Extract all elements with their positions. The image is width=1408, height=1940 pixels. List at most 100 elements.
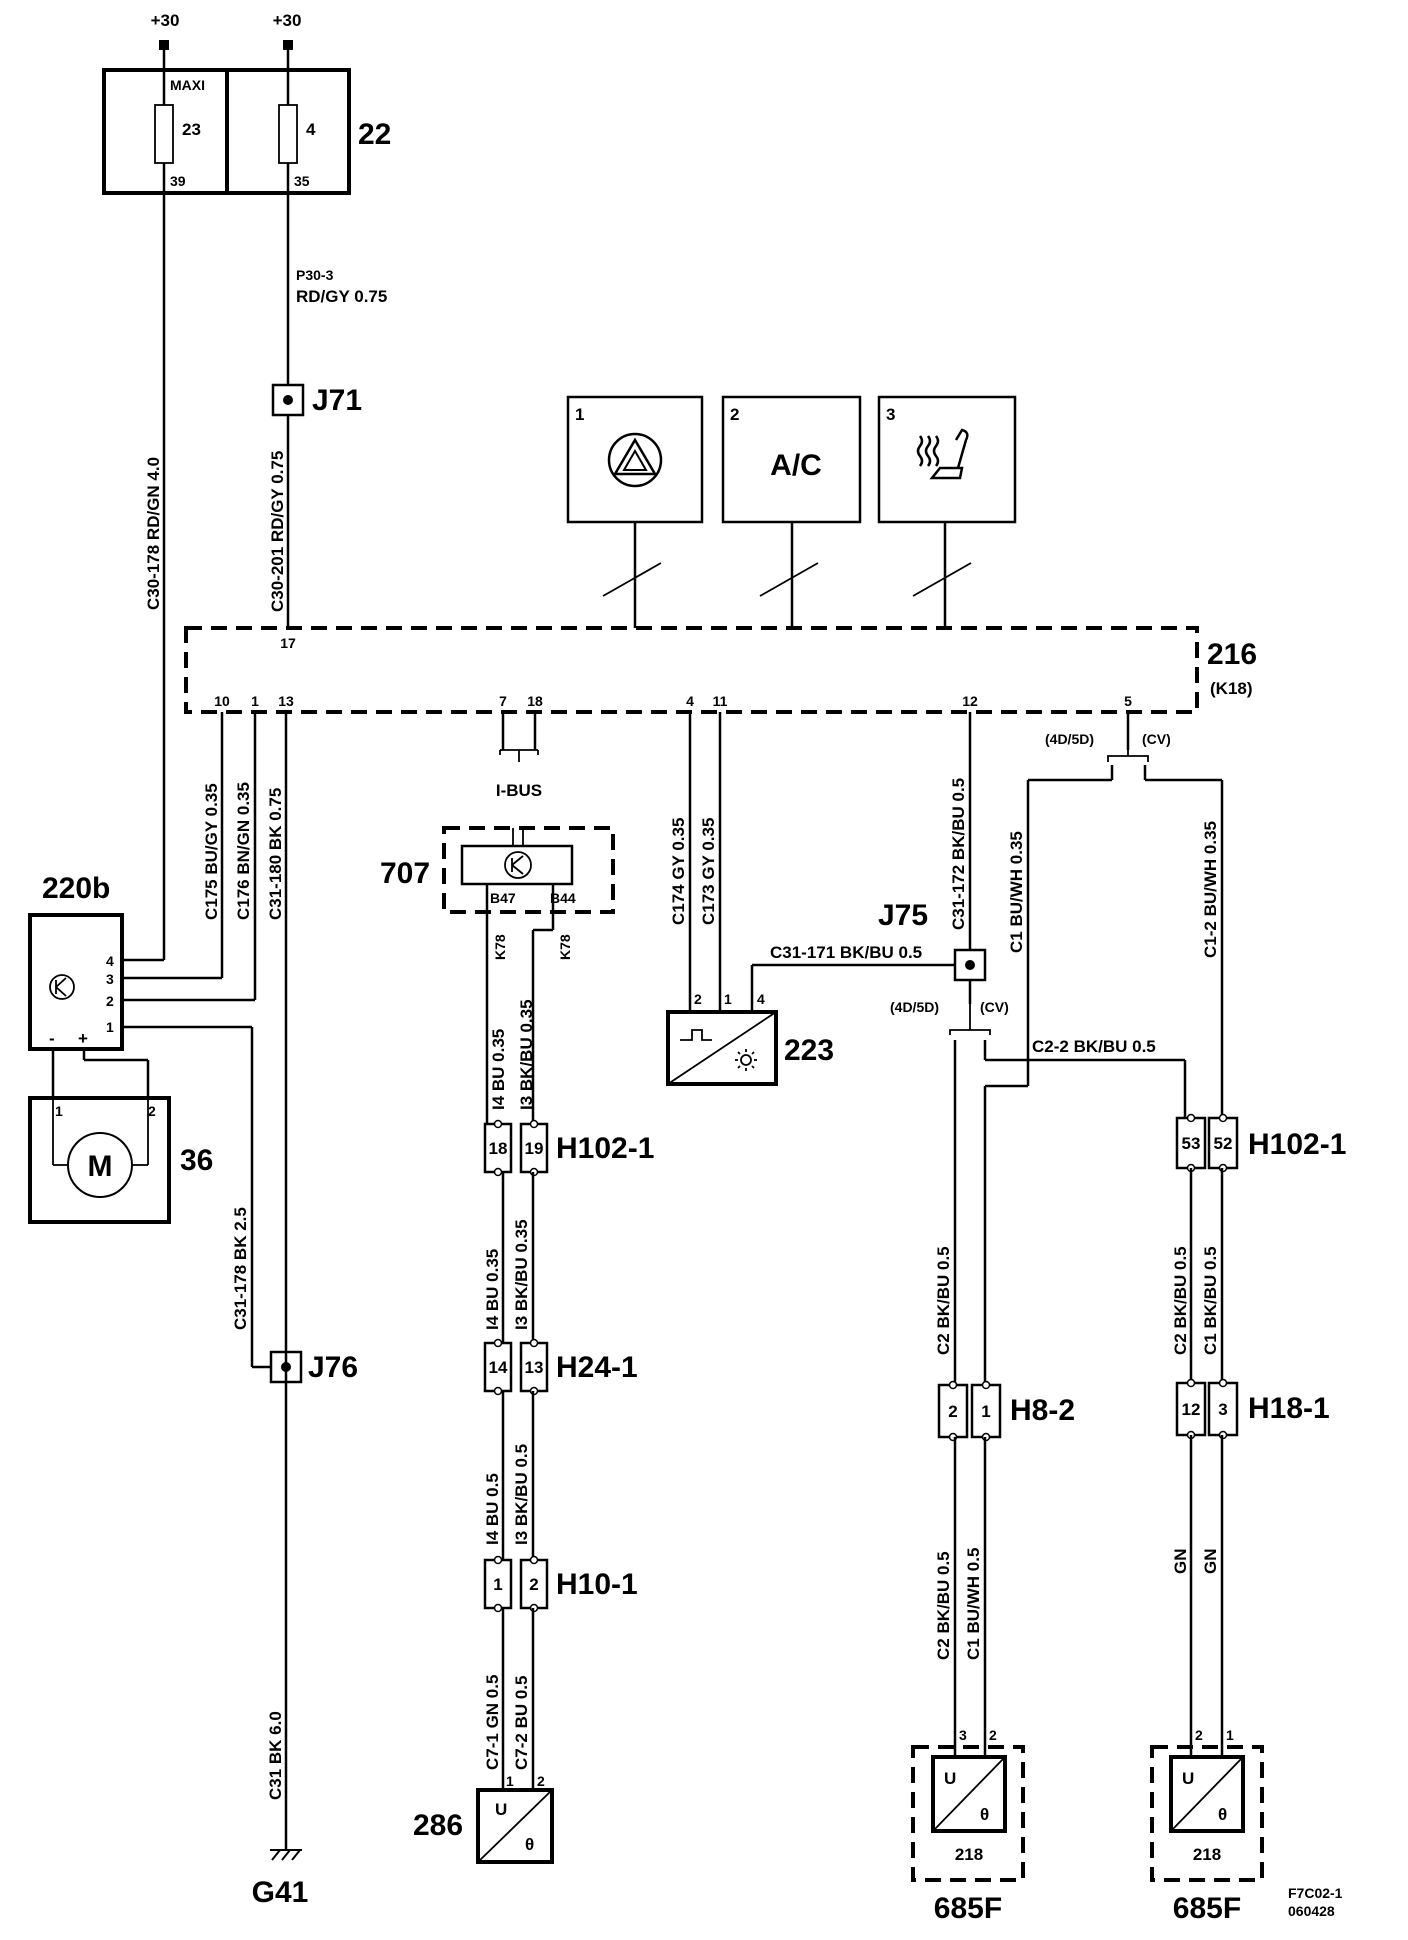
variant-4d5d-2: (4D/5D) [890,999,939,1015]
s218-right-u: U [1182,1769,1194,1788]
ctrl-pin-minus: - [49,1029,55,1048]
fuse-4 [278,104,298,164]
motor-36 [28,1096,171,1224]
wire-c174: C174 GY 0.35 [669,818,688,925]
location-685f-left [911,1745,1025,1882]
s218-right-pin-2: 2 [1195,1727,1203,1743]
connector-h10-1: 1 2 [483,1555,549,1613]
fuse-box-22: MAXI 23 39 4 35 [102,68,351,195]
splice-j76-label: J76 [308,1351,358,1384]
ibus-label: I-BUS [496,781,542,800]
seat-heater-icon [916,428,969,480]
sensor223-pin-1: 1 [724,991,732,1007]
motor-symbol-label: M [88,1150,113,1183]
ecu-pin-1: 1 [251,693,259,709]
wire-c30-178: C30-178 RD/GN 4.0 [144,457,163,610]
switch-ac: 2 A/C [721,395,862,524]
ecu-pin-17: 17 [280,635,296,651]
sensor-218-left-label: 218 [955,1845,983,1864]
variant-cv-1: (CV) [1142,731,1171,747]
node-707-label: 707 [380,857,430,890]
ecu-pin-12: 12 [962,693,978,709]
conn-pin: 13 [525,1358,544,1377]
wire-h181-c2: C2 BK/BU 0.5 [1171,1246,1190,1355]
motor-36-label: 36 [180,1144,213,1177]
variant-cv-2: (CV) [980,999,1009,1015]
conn-pin: 2 [529,1575,538,1594]
node-707 [442,826,615,914]
splice-j71-label: J71 [312,384,362,417]
drawing-date: 060428 [1288,1903,1335,1919]
wire-c1-buwh: C1 BU/WH 0.35 [1007,831,1026,953]
fuse-4-label: 4 [306,120,316,139]
wire-c1-2: C1-2 BU/WH 0.35 [1201,821,1220,958]
conn-pin: 19 [525,1139,544,1158]
ecu-216-sub: (K18) [1210,679,1253,698]
supply-terminal-left [159,40,169,50]
supply-label-left: +30 [151,11,180,30]
wire-k78-left: K78 [492,934,508,960]
wire-c31-bk-6: C31 BK 6.0 [266,1711,285,1800]
wire-h181-c1: C1 BK/BU 0.5 [1201,1246,1220,1355]
conn-pin: 18 [489,1139,508,1158]
wire-ibus-right-3: I3 BK/BU 0.5 [512,1444,531,1545]
connector-h102-1-b: 53 52 [1175,1113,1239,1173]
fuse-box-id: 22 [358,118,391,151]
ctrl-pin-4: 4 [106,953,114,969]
connector-h8-2: 2 1 [937,1380,1002,1442]
conn-pin: 12 [1182,1400,1201,1419]
s218-left-pin-3: 3 [959,1727,967,1743]
fan-ctrl-220b [28,913,124,1051]
ecu-pin-13: 13 [278,693,294,709]
sensor-286-pin-2: 2 [537,1773,545,1789]
sensor-286-pin-1: 1 [506,1773,514,1789]
ecu-pin-10: 10 [214,693,230,709]
connector-h102-1-b-label: H102-1 [1248,1128,1346,1161]
location-685f-right-label: 685F [1173,1892,1241,1925]
ecu-pin-4: 4 [686,693,694,709]
ctrl-pin-1: 1 [106,1019,114,1035]
motor-pin-2: 2 [148,1103,156,1119]
fuse-23-pin: 39 [170,173,186,189]
sensor-218-right-label: 218 [1193,1845,1221,1864]
sensor-286-theta: θ [525,1835,534,1854]
fan-ctrl-220b-label: 220b [42,872,110,905]
sensor-286 [476,1788,554,1864]
s218-left-theta: θ [980,1805,989,1824]
switch-ac-label: A/C [770,449,822,482]
node-707-b47: B47 [490,890,516,906]
transistor-icon [49,974,75,1000]
wire-c31-171: C31-171 BK/BU 0.5 [770,943,922,962]
ground-symbol [270,1849,302,1861]
ecu-216-label: 216 [1207,638,1257,671]
switch-2-number: 2 [730,405,739,424]
wire-c175: C175 BU/GY 0.35 [202,783,221,920]
ctrl-pin-plus: + [78,1029,88,1048]
wire-c173: C173 GY 0.35 [699,818,718,925]
wire-gn-left: GN [1171,1549,1190,1575]
wire-ibus-right-1: I3 BK/BU 0.35 [517,999,536,1110]
ecu-pin-5: 5 [1124,693,1132,709]
sun-icon [735,1049,757,1071]
sensor-218-right [1169,1755,1245,1833]
node-707-b44: B44 [550,890,576,906]
switch-seat-heat: 3 [877,395,1017,524]
sensor223-pin-4: 4 [757,991,765,1007]
supply-label-right: +30 [273,11,302,30]
wire-c7-1: C7-1 GN 0.5 [483,1675,502,1770]
motor-symbol [67,1132,133,1198]
variant-4d5d-1: (4D/5D) [1045,731,1094,747]
s218-right-pin-1: 1 [1226,1727,1234,1743]
wire-p30-3-a: P30-3 [296,267,334,283]
ecu-pin-7: 7 [499,693,507,709]
sensor-286-u: U [495,1800,507,1819]
conn-pin: 14 [489,1358,508,1377]
supply-terminal-right [283,40,293,50]
fuse-4-pin: 35 [294,173,310,189]
wire-h82-c2: C2 BK/BU 0.5 [934,1246,953,1355]
transistor-icon-707 [504,851,532,879]
ground-g41-label: G41 [252,1876,309,1909]
wire-gn-right: GN [1201,1549,1220,1575]
s218-left-u: U [944,1769,956,1788]
